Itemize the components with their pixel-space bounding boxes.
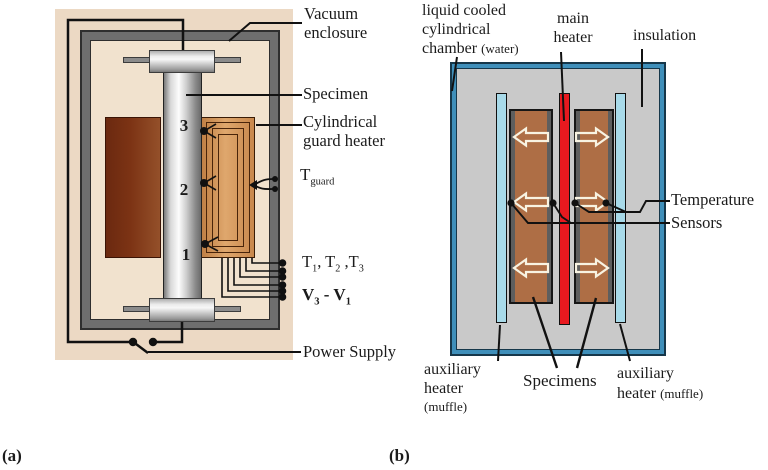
power-supply-label: Power Supply — [303, 342, 397, 361]
main-heater-label-line1: main — [557, 10, 589, 27]
t-guard-subscript: guard — [310, 176, 335, 188]
aux-left-muffle-note: (muffle) — [424, 399, 468, 414]
top-flange-right — [214, 57, 241, 63]
specimen-top-cap — [149, 50, 215, 73]
sensor-mark-3: 3 — [179, 116, 189, 135]
insulation-region — [456, 68, 660, 350]
specimens-label: Specimens — [523, 371, 597, 390]
bottom-flange-right — [214, 306, 241, 312]
bottom-flange-left — [123, 306, 150, 312]
main-heater-label-line2: heater — [553, 29, 593, 46]
t-guard-base: T — [300, 165, 311, 184]
auxiliary-heater-left — [496, 93, 507, 323]
chamber-label-line1: liquid cooled — [422, 2, 506, 19]
voltage-terminals-label: V3 - V1 — [302, 285, 351, 308]
auxiliary-heater-right — [615, 93, 626, 323]
panel-b-tag: (b) — [389, 446, 410, 465]
temperature-sensors-label-line1: Temperature — [671, 190, 755, 209]
chamber-label-line3: chamber (water) — [422, 39, 519, 58]
chamber-label-line2: cylindrical — [422, 21, 491, 38]
top-flange-left — [123, 57, 150, 63]
vacuum-enclosure-label: Vacuum enclosure — [304, 4, 367, 42]
sensor-mark-2: 2 — [179, 180, 189, 199]
temperature-terminals-label: T1, T2 ,T3 — [302, 252, 364, 275]
insulation-label: insulation — [633, 27, 697, 44]
aux-right-line2: heater (muffle) — [617, 384, 703, 404]
vacuum-enclosure-label-line1: Vacuum — [304, 4, 359, 23]
aux-right-line1: auxiliary — [617, 365, 674, 382]
vacuum-enclosure-label-line2: enclosure — [304, 23, 368, 42]
t-guard-label: Tguard — [300, 165, 335, 188]
guard-heater-label: Cylindrical guard heater — [303, 112, 385, 150]
chamber-word: chamber — [422, 40, 478, 57]
panel-a-tag: (a) — [2, 446, 22, 465]
chamber-water-note: (water) — [481, 41, 519, 56]
main-heater-bar — [559, 93, 570, 325]
specimen-right — [574, 109, 614, 304]
sensor-mark-1: 1 — [181, 245, 191, 264]
heater-winding-inner — [218, 134, 238, 241]
main-heater-label: main heater — [545, 9, 601, 47]
aux-left-line1: auxiliary — [424, 361, 481, 378]
guard-heater-label-line2: guard heater — [303, 130, 385, 150]
chamber-label: liquid cooled cylindrical chamber (water… — [422, 1, 519, 58]
specimen-bottom-cap — [149, 298, 215, 322]
guard-heater-label-line1: Cylindrical — [303, 112, 378, 131]
aux-left-line2: heater — [424, 379, 464, 397]
specimen-label: Specimen — [303, 84, 369, 103]
auxiliary-heater-left-label: auxiliary heater (muffle) — [424, 361, 481, 417]
aux-right-heater-word: heater — [617, 384, 657, 402]
guard-heater-left-block — [105, 117, 161, 258]
auxiliary-heater-right-label: auxiliary heater (muffle) — [617, 364, 703, 403]
aux-right-muffle-note: (muffle) — [660, 385, 704, 401]
temperature-sensors-label: Temperature Sensors — [671, 188, 754, 234]
specimen-left — [509, 109, 553, 304]
temperature-sensors-label-line2: Sensors — [671, 213, 723, 232]
